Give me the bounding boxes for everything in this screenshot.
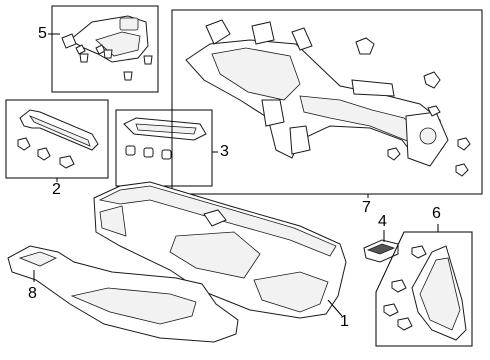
part-6-box — [375, 231, 473, 347]
part-5-clips — [79, 49, 153, 81]
callout-7: 7 — [362, 199, 371, 216]
callout-8: 8 — [28, 285, 37, 302]
callout-6: 6 — [432, 205, 441, 222]
part-1-instrument-panel — [93, 181, 347, 319]
callout-1: 1 — [340, 313, 349, 330]
part-6-group — [375, 224, 473, 347]
part-7-group — [171, 9, 483, 198]
part-7-box — [171, 9, 483, 195]
part-4-clip — [363, 230, 399, 263]
part-5-group — [48, 5, 159, 93]
part-2-group — [5, 99, 109, 182]
part-8-insulator — [7, 245, 239, 343]
callout-2: 2 — [52, 181, 61, 198]
callout-5: 5 — [38, 25, 47, 42]
part-3-group — [115, 109, 218, 187]
part-7-fasteners — [355, 37, 471, 177]
part-1-leader — [327, 299, 343, 317]
part-5-box — [51, 5, 159, 93]
part-3-clips — [125, 145, 172, 160]
callout-3: 3 — [220, 143, 229, 160]
callout-4: 4 — [378, 213, 387, 230]
